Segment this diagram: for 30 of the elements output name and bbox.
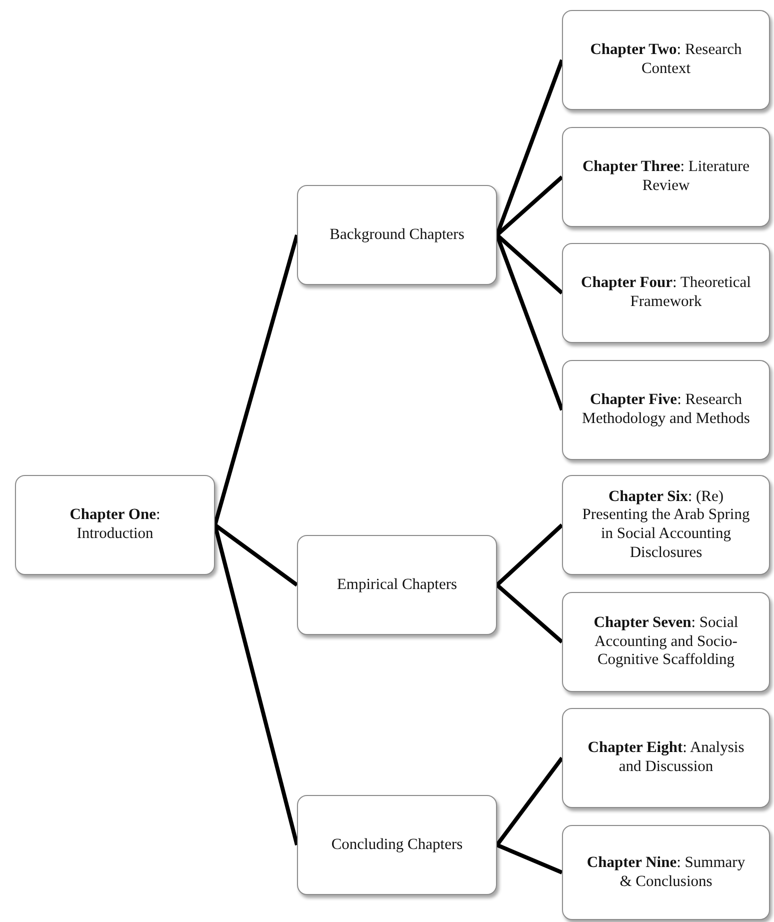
connector-line	[496, 584, 564, 644]
connector-line	[213, 524, 299, 846]
connector-line	[496, 843, 563, 874]
chapter-box	[562, 475, 770, 575]
chapter-box	[297, 185, 497, 285]
chapter-label: Chapter Three: Literature Review	[581, 158, 751, 196]
chapter-label: Background Chapters	[330, 226, 464, 244]
chapter-label: Chapter One: Introduction	[68, 506, 162, 544]
chapter-box	[562, 360, 770, 460]
chapter-box	[15, 475, 215, 575]
connector-line	[495, 756, 564, 846]
chapter-box	[562, 243, 770, 343]
chapter-label: Chapter Two: Research Context	[589, 41, 743, 79]
connector-line	[213, 234, 299, 526]
chapter-box	[562, 127, 770, 227]
chapter-label: Chapter Six: (Re) Presenting the Arab Spring in Social Accounting Disclosures	[581, 488, 751, 562]
chapter-label: Chapter Nine: Summary & Conclusions	[586, 854, 746, 892]
chapter-label: Chapter Four: Theoretical Framework	[580, 274, 752, 312]
chapter-label: Chapter Eight: Analysis and Discussion	[586, 739, 746, 777]
chapter-label: Empirical Chapters	[336, 576, 458, 594]
chapter-box	[562, 592, 770, 692]
chapter-label: Chapter Seven: Social Accounting and Socio-Cognitive Scaffolding	[592, 614, 740, 670]
chapter-box	[562, 825, 770, 920]
chapter-box	[297, 535, 497, 635]
chapter-box	[562, 10, 770, 110]
chapter-box	[562, 708, 770, 808]
chapter-box	[297, 795, 497, 895]
chapter-label: Chapter Five: Research Methodology and Methods	[581, 391, 751, 429]
connector-line	[496, 524, 564, 586]
chapter-label: Concluding Chapters	[331, 836, 463, 854]
